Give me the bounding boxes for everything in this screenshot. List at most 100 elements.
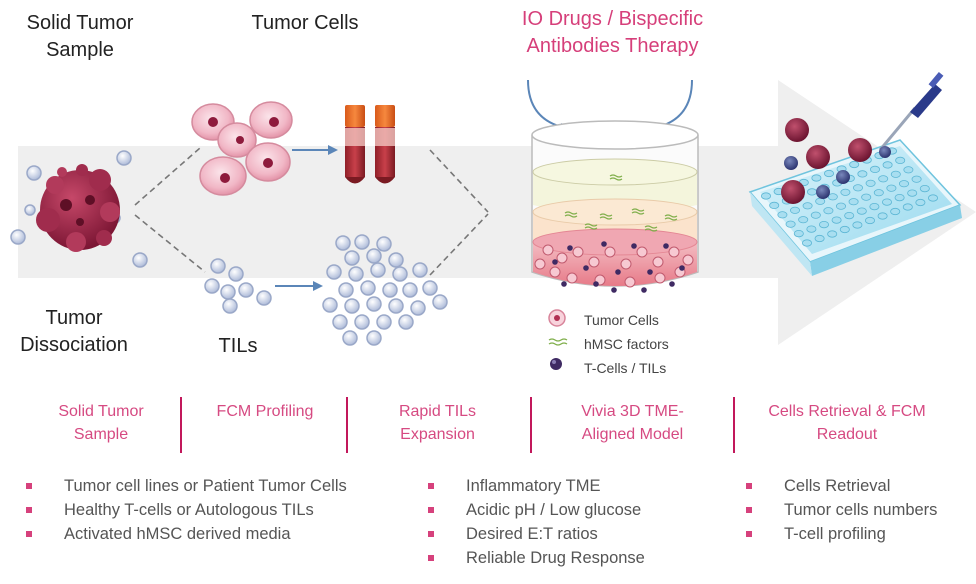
test-tubes-icon [345,105,395,184]
plate-well [877,212,888,220]
plate-well [852,221,863,229]
plate-well [870,165,881,173]
plate-well [869,203,880,211]
plate-well [856,207,867,215]
plate-well [848,198,859,206]
plate-well [902,203,913,211]
stage-divider [733,397,735,453]
label-therapy: IO Drugs / Bispecific Antibodies Therapy [521,8,704,57]
stage-divider [530,397,532,453]
bullets-right: Cells Retrieval Tumor cells numbers T-ce… [746,474,937,546]
legend-label-tcells: T-Cells / TILs [584,360,667,376]
plate-well [811,174,822,182]
plate-well [919,185,930,193]
bullet-item: Reliable Drug Response [428,546,645,570]
legend-tumor-cell-icon [548,309,566,327]
plate-well [827,230,838,238]
plate-well [785,220,796,228]
tils-small-cluster [204,258,272,314]
plate-well [882,198,893,206]
stage-fcm-profiling: FCM Profiling [216,403,314,420]
plate-well [819,221,830,229]
bullets-middle: Inflammatory TME Acidic pH / Low glucose… [428,474,645,570]
legend-row-tumor-cells: Tumor Cells [548,308,669,332]
plate-well [815,197,826,205]
bullet-item: Desired E:T ratios [428,522,645,546]
plate-well [840,188,851,196]
plate-well [873,189,884,197]
legend-hmsc-icon [548,338,568,346]
bullet-item: Tumor cells numbers [746,498,937,522]
plate-well [827,193,838,201]
bullet-item: Cells Retrieval [746,474,937,498]
plate-well [853,184,864,192]
arrow-to-tubes [292,145,338,155]
plate-well [814,234,825,243]
plate-well [915,198,926,207]
plate-well [928,194,939,202]
stage-rapid-tils-expansion: Rapid TILs Expansion [398,403,477,443]
plate-well [802,239,813,247]
plate-well [793,230,804,238]
label-solid-tumor-sample: Solid Tumor Sample [26,12,134,61]
legend-label-hmsc: hMSC factors [584,336,669,352]
label-tumor-cells: Tumor Cells [251,12,359,34]
plate-well [865,216,876,225]
tils-expanded-cluster [322,234,448,346]
legend: Tumor Cells hMSC factors T-Cells / TILs [548,308,669,380]
plate-well [903,166,914,174]
bullet-item: Acidic pH / Low glucose [428,498,645,522]
tumor-sphere-icon [36,164,120,252]
bullet-item: Healthy T-cells or Autologous TILs [26,498,347,522]
tumor-cell-nuclei [208,117,279,183]
plate-well [911,175,922,183]
plate-well [790,206,801,214]
stage-vivia-3d-model: Vivia 3D TME-Aligned Model [581,403,684,443]
arrow-to-expansion [275,281,323,291]
plate-well [886,184,897,192]
bullet-item: T-cell profiling [746,522,937,546]
legend-tcell-icon [550,358,562,370]
legend-row-tcells: T-Cells / TILs [548,356,669,380]
plate-well [824,169,835,178]
plate-well [865,179,876,187]
stage-cells-retrieval: Cells Retrieval & FCM Readout [768,403,926,443]
plate-well [839,225,850,234]
plate-well [761,192,772,200]
bullets-left: Tumor cell lines or Patient Tumor Cells … [26,474,347,546]
plate-well [769,201,780,209]
plate-well [798,216,809,224]
plate-well [810,211,821,219]
plate-well [882,161,893,169]
cup-tcells [552,241,685,293]
bullet-item: Tumor cell lines or Patient Tumor Cells [26,474,347,498]
bullet-item: Activated hMSC derived media [26,522,347,546]
stage-divider [346,397,348,453]
plate-well [894,194,905,202]
legend-row-hmsc: hMSC factors [548,332,669,356]
dashed-connectors [134,147,489,276]
plate-well [831,216,842,224]
plate-well [777,211,788,219]
plate-well [861,193,872,201]
plate-well [895,156,906,164]
plate-well [878,175,889,183]
stage-divider [180,397,182,453]
plate-well [890,170,901,178]
plate-well [844,212,855,220]
bullet-item: Inflammatory TME [428,474,645,498]
legend-label-tumor-cells: Tumor Cells [584,312,659,328]
plate-well [849,160,860,169]
plate-well [907,189,918,197]
hmsc-factor-marks [564,174,678,232]
plate-well [806,225,817,233]
label-tumor-dissociation: Tumor Dissociation [20,307,128,356]
stage-solid-tumor-sample: Solid Tumor Sample [58,403,144,443]
label-tils: TILs [218,335,258,357]
plate-well [890,207,901,216]
plate-well [836,202,847,210]
cup-cells [534,244,694,288]
retrieved-cells [781,118,891,204]
